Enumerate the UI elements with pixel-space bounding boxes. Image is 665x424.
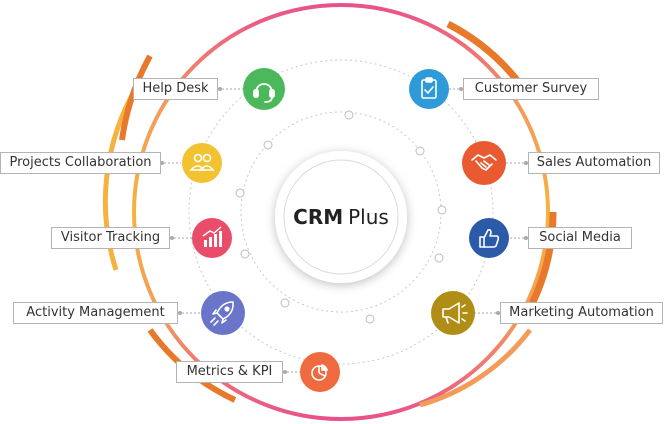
projects-collaboration-circle <box>182 143 222 183</box>
activity-management-circle <box>201 291 245 335</box>
outer-ring <box>132 3 550 421</box>
feature-sales-automation[interactable] <box>462 141 506 185</box>
label-activity-management[interactable]: Activity Management <box>13 302 178 324</box>
metrics-kpi-circle <box>300 352 340 392</box>
pie-chart-icon <box>311 363 329 381</box>
headset-icon <box>253 83 275 103</box>
feature-marketing-automation[interactable] <box>431 291 475 335</box>
center-disc <box>275 151 407 283</box>
marketing-automation-circle <box>431 291 475 335</box>
social-media-circle <box>469 218 509 258</box>
feature-metrics-kpi[interactable] <box>300 352 340 392</box>
connector-dots <box>160 87 528 374</box>
label-metrics-kpi[interactable]: Metrics & KPI <box>176 361 283 383</box>
center-title: CRM Plus <box>281 195 401 239</box>
feature-activity-management[interactable] <box>201 291 245 335</box>
accent-arc-bottom-right <box>419 328 532 408</box>
center-title-light: Plus <box>348 205 389 229</box>
orbit-dots <box>235 110 447 324</box>
feature-social-media[interactable] <box>469 218 509 258</box>
megaphone-icon <box>442 302 468 324</box>
label-social-media[interactable]: Social Media <box>528 227 632 249</box>
center-title-bold: CRM <box>293 205 344 229</box>
label-customer-survey[interactable]: Customer Survey <box>463 78 599 100</box>
users-icon <box>189 153 215 171</box>
customer-survey-circle <box>409 69 449 109</box>
handshake-icon <box>471 154 497 171</box>
rocket-icon <box>210 301 234 326</box>
feature-help-desk[interactable] <box>243 68 285 110</box>
feature-visitor-tracking[interactable] <box>192 218 232 258</box>
label-projects-collaboration[interactable]: Projects Collaboration <box>0 152 161 174</box>
help-desk-circle <box>243 68 285 110</box>
accent-arc-left-outer <box>119 54 153 141</box>
label-marketing-automation[interactable]: Marketing Automation <box>500 302 663 324</box>
feature-projects-collaboration[interactable] <box>182 143 222 183</box>
accent-arc-top-right <box>446 20 523 87</box>
orbit-outer <box>188 59 494 365</box>
center-disc-inner-ring <box>283 159 399 275</box>
connectors <box>160 88 528 373</box>
clipboard-check-icon <box>421 77 437 99</box>
thumbs-up-icon <box>479 229 500 248</box>
sales-automation-circle <box>462 141 506 185</box>
accent-arc-right <box>526 211 557 310</box>
feature-customer-survey[interactable] <box>409 69 449 109</box>
bar-chart-icon <box>202 226 222 247</box>
label-sales-automation[interactable]: Sales Automation <box>528 152 660 174</box>
label-help-desk[interactable]: Help Desk <box>133 78 218 100</box>
label-visitor-tracking[interactable]: Visitor Tracking <box>51 227 170 249</box>
